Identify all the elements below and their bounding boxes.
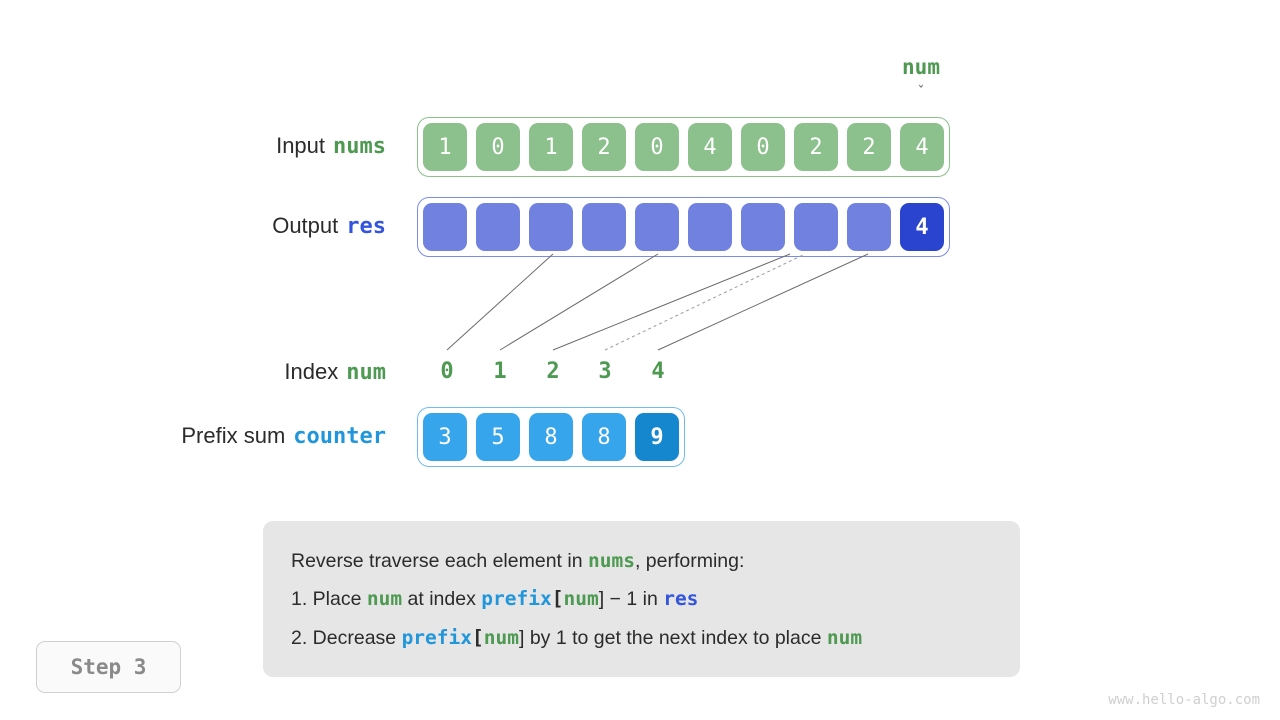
caption-l2-prefix: prefix (481, 587, 552, 611)
num-pointer-label: num (902, 55, 940, 79)
output-cell (847, 203, 891, 251)
caption-line-1: Reverse traverse each element in nums, p… (291, 542, 992, 580)
input-cell: 1 (423, 123, 467, 171)
input-array: 1 0 1 2 0 4 0 2 2 4 (417, 117, 950, 177)
index-number: 3 (598, 359, 612, 384)
input-cell: 1 (529, 123, 573, 171)
caption-l1-c: , performing: (634, 550, 745, 572)
input-cell: 4 (900, 123, 944, 171)
caption-l3-e: ] by 1 to get the next index to place (519, 626, 827, 649)
index-row-label: Index num (140, 361, 386, 384)
output-cell (582, 203, 626, 251)
output-cell (476, 203, 520, 251)
index-number: 2 (546, 359, 560, 384)
prefix-cell: 5 (476, 413, 520, 461)
input-cell: 4 (688, 123, 732, 171)
output-cell (635, 203, 679, 251)
output-label-text: Output (272, 213, 339, 238)
caption-l2-g: ] − 1 in (598, 588, 664, 611)
output-cell (741, 203, 785, 251)
index-number: 1 (493, 359, 507, 384)
caption-l3-bracket-open: [ (472, 625, 484, 649)
connector-line-1 (499, 253, 659, 351)
output-cell-highlighted: 4 (900, 203, 944, 251)
prefix-cell: 3 (423, 413, 467, 461)
output-cell (423, 203, 467, 251)
index-number: 4 (651, 359, 665, 384)
output-cell (688, 203, 732, 251)
caption-l2-num-idx: num (563, 587, 599, 611)
input-cell: 0 (476, 123, 520, 171)
connector-line-3 (604, 253, 806, 351)
step-badge: Step 3 (36, 641, 181, 693)
caption-l3-a: 2. Decrease (291, 626, 402, 649)
caption-l1-a: Reverse traverse each element in (291, 550, 588, 572)
prefix-var-name: counter (293, 424, 386, 449)
caption-l3-num: num (826, 625, 863, 649)
prefix-array: 3 5 8 8 9 (417, 407, 685, 467)
caption-l3-num-idx: num (483, 625, 519, 649)
caption-box: Reverse traverse each element in nums, p… (263, 521, 1020, 678)
input-row-label: Input nums (140, 135, 386, 158)
output-cell (794, 203, 838, 251)
input-cell: 2 (794, 123, 838, 171)
output-var-name: res (346, 214, 386, 239)
caption-l3-prefix: prefix (401, 625, 473, 649)
index-var-name: num (346, 360, 386, 385)
caption-l2-a: 1. Place (291, 588, 367, 611)
caption-l2-c: at index (402, 588, 482, 611)
input-cell: 2 (582, 123, 626, 171)
input-cell: 0 (635, 123, 679, 171)
index-label-text: Index (284, 359, 339, 384)
prefix-cell: 8 (582, 413, 626, 461)
num-pointer: num ˇ (888, 57, 954, 100)
output-array: 4 (417, 197, 950, 257)
caption-l2-bracket-open: [ (551, 587, 564, 611)
input-cell: 0 (741, 123, 785, 171)
caption-line-2: 1. Place num at index prefix[num] − 1 in… (291, 580, 992, 618)
output-cell (529, 203, 573, 251)
connector-line-4 (657, 253, 869, 351)
connector-line-0 (446, 253, 554, 351)
prefix-row-label: Prefix sum counter (140, 425, 386, 448)
caption-l2-num: num (366, 587, 403, 611)
input-var-name: nums (333, 134, 386, 159)
caption-l1-nums: nums (587, 549, 635, 572)
prefix-label-text: Prefix sum (181, 423, 286, 448)
caption-l2-res: res (663, 587, 699, 611)
connector-line-2 (552, 253, 791, 351)
prefix-cell-highlighted: 9 (635, 413, 679, 461)
index-number: 0 (440, 359, 454, 384)
output-row-label: Output res (140, 215, 386, 238)
input-cell: 2 (847, 123, 891, 171)
caption-line-3: 2. Decrease prefix[num] by 1 to get the … (291, 619, 992, 657)
watermark: www.hello-algo.com (1108, 692, 1260, 708)
chevron-down-icon: ˇ (917, 83, 925, 101)
prefix-cell: 8 (529, 413, 573, 461)
input-label-text: Input (276, 133, 326, 158)
